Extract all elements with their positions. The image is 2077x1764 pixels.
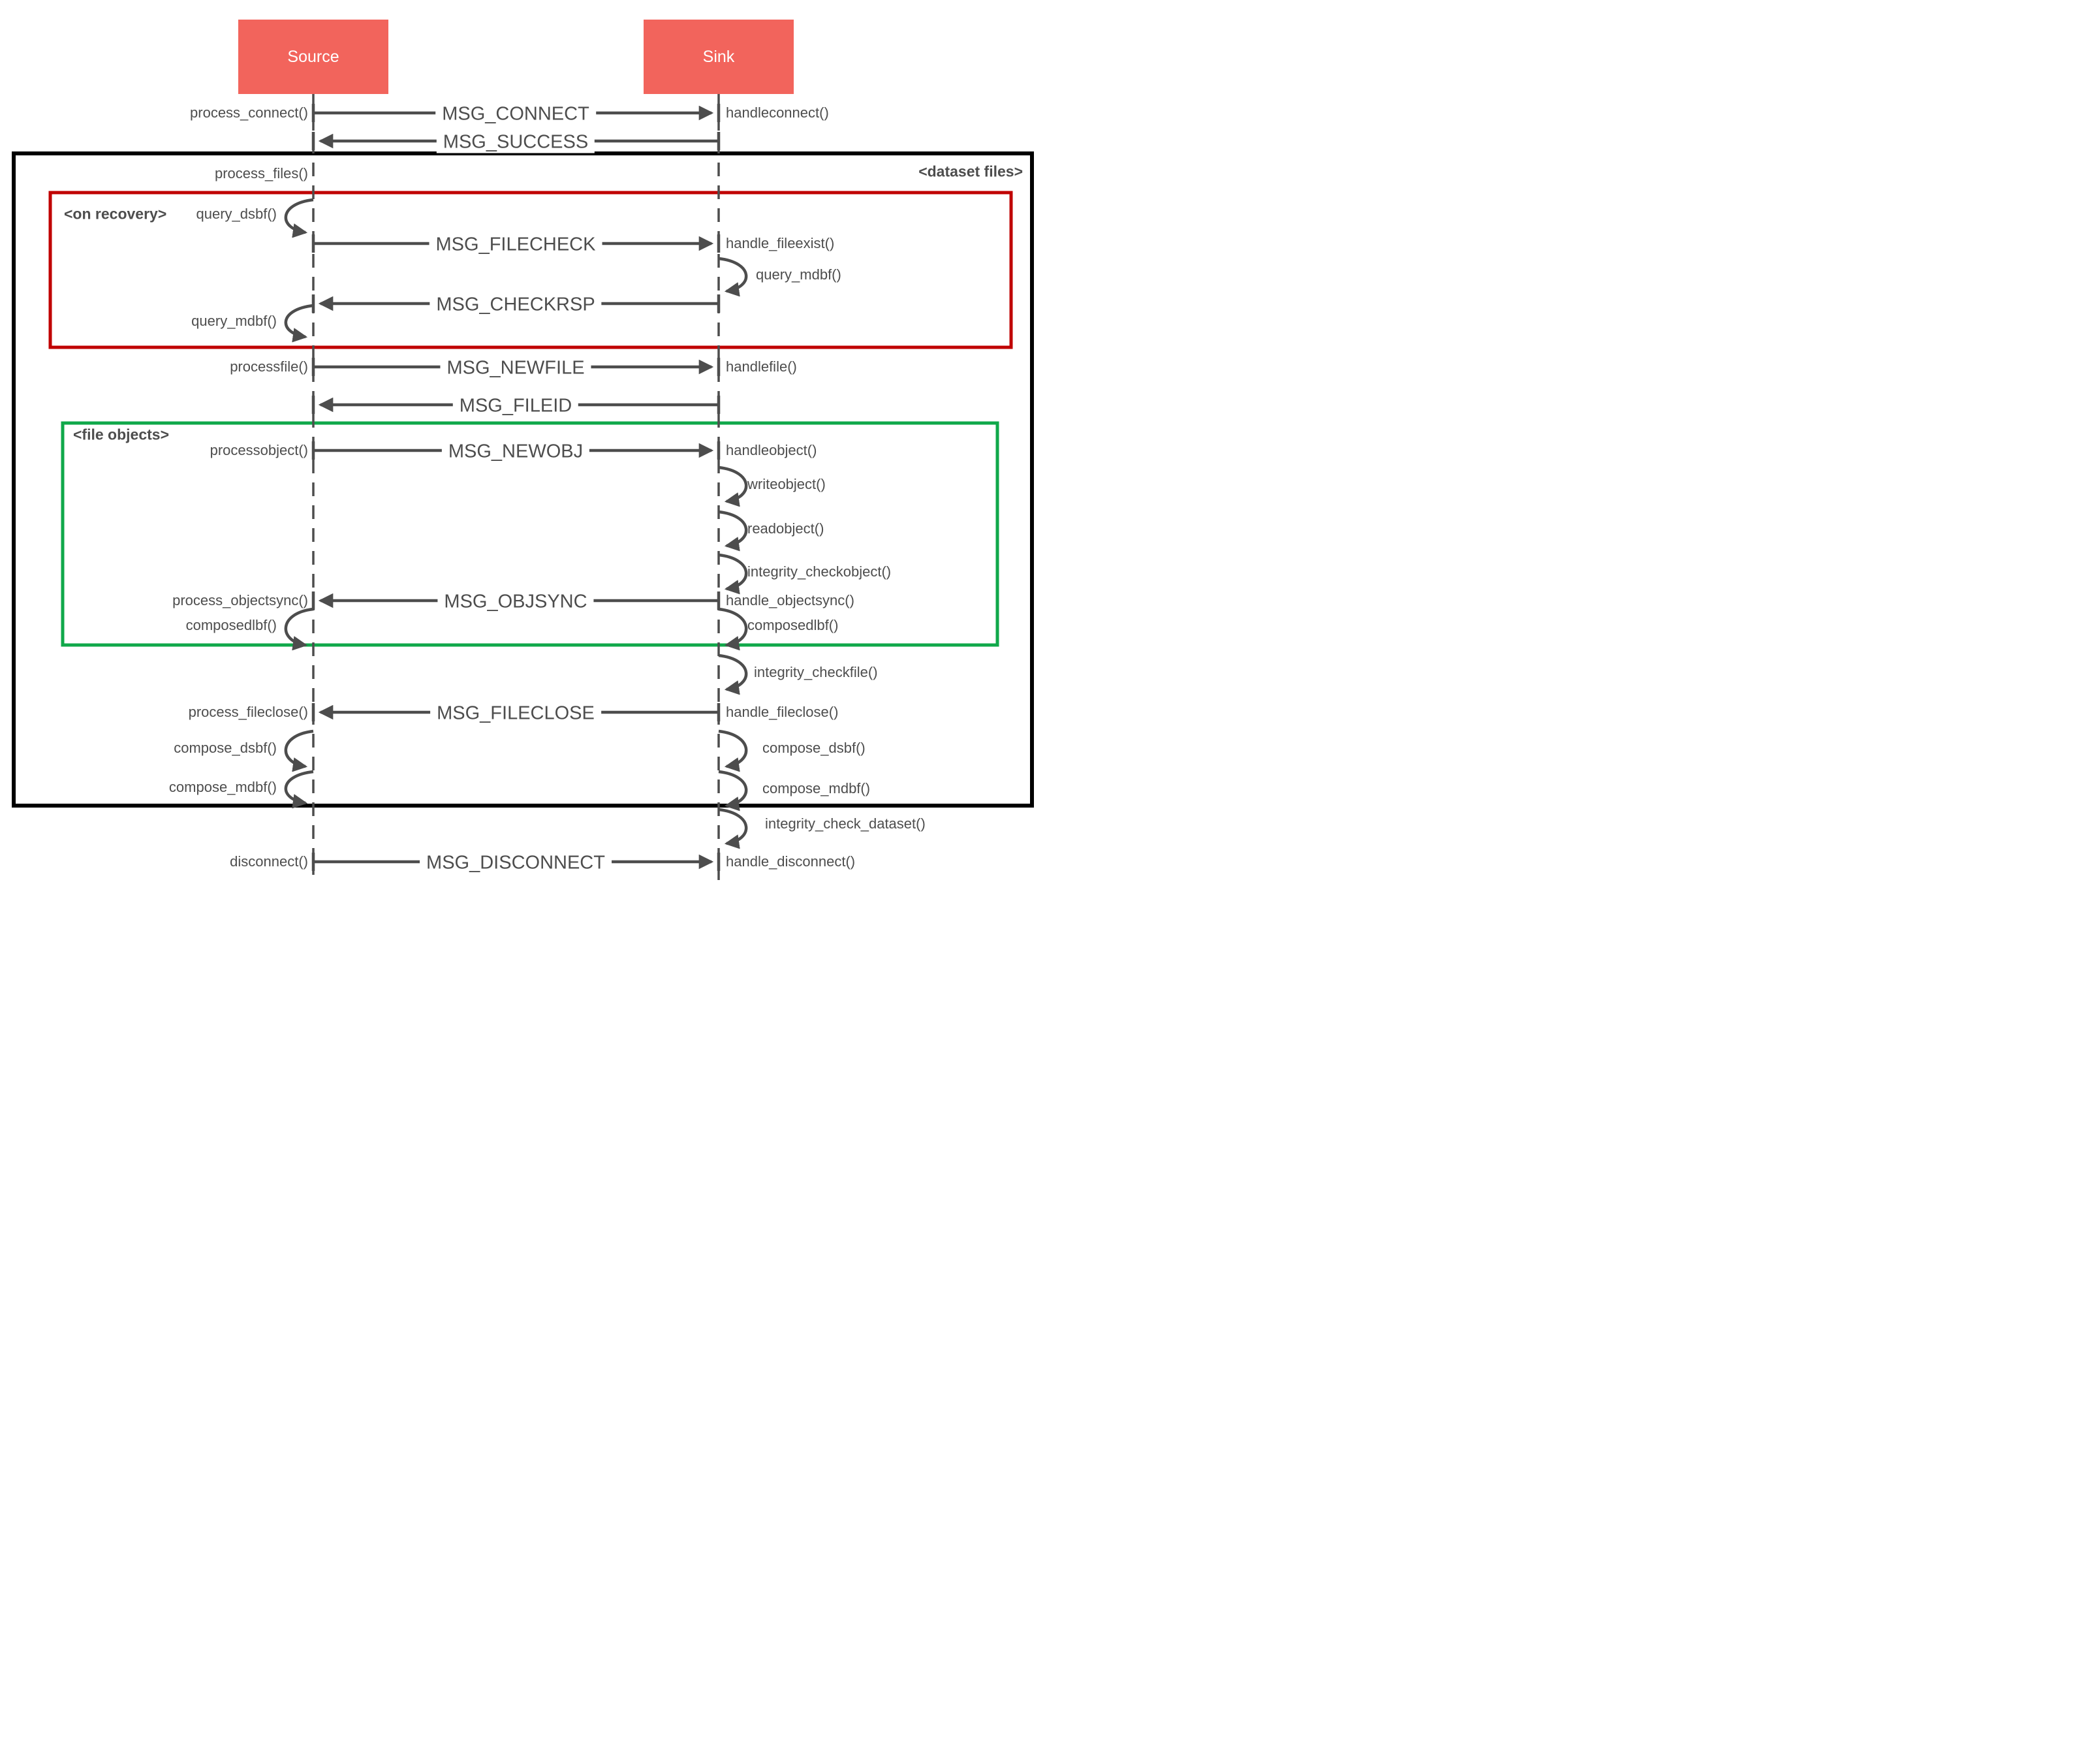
sink-handle-disconnect: handle_disconnect() <box>726 853 856 870</box>
lifeline-stubs <box>311 104 721 871</box>
msg-newobj-label: MSG_NEWOBJ <box>441 441 590 463</box>
actor-source: Source <box>238 20 388 94</box>
loop-compose-mdbf-source <box>284 770 314 809</box>
msg-fileclose-label: MSG_FILECLOSE <box>430 702 601 725</box>
loop-integrity-checkobject <box>718 553 748 595</box>
frame-dataset-files <box>12 151 1034 808</box>
source-query-dsbf: query_dsbf() <box>196 206 277 222</box>
loop-integrity-checkfile <box>718 654 748 695</box>
loop-query-dsbf <box>284 198 314 238</box>
sink-writeobject: writeobject() <box>747 476 826 492</box>
sink-integrity-check-dataset: integrity_check_dataset() <box>765 815 926 832</box>
frame-label-file-objects: <file objects> <box>73 426 170 443</box>
msg-objsync-label: MSG_OBJSYNC <box>437 591 594 613</box>
loop-query-mdbf-source <box>284 304 314 343</box>
loop-compose-mdbf-sink <box>718 770 748 811</box>
msg-fileid-label: MSG_FILEID <box>452 395 579 417</box>
source-process-connect: process_connect() <box>190 104 308 121</box>
actor-source-label: Source <box>287 47 339 66</box>
source-compose-mdbf: compose_mdbf() <box>168 779 277 795</box>
sink-handle-fileexist: handle_fileexist() <box>726 235 835 251</box>
loop-writeobject <box>718 465 748 507</box>
msg-disconnect-label: MSG_DISCONNECT <box>420 852 612 874</box>
sequence-diagram: Source Sink <dataset files> <on recovery… <box>0 0 1038 882</box>
sink-handleconnect: handleconnect() <box>726 104 829 121</box>
sink-handle-fileclose: handle_fileclose() <box>726 704 839 720</box>
sink-integrity-checkobject: integrity_checkobject() <box>747 563 892 580</box>
sink-composedlbf: composedlbf() <box>747 617 839 633</box>
frame-on-recovery <box>48 191 1013 349</box>
sink-handleobject: handleobject() <box>726 442 817 458</box>
sink-handle-objectsync: handle_objectsync() <box>726 592 854 608</box>
frame-label-dataset-files: <dataset files> <box>918 163 1023 180</box>
sink-compose-dsbf: compose_dsbf() <box>762 740 866 756</box>
frame-file-objects <box>61 421 999 647</box>
source-process-fileclose: process_fileclose() <box>188 704 308 720</box>
msg-checkrsp-label: MSG_CHECKRSP <box>429 294 602 316</box>
actor-sink: Sink <box>644 20 794 94</box>
actor-sink-label: Sink <box>702 47 735 66</box>
loop-composedlbf-source <box>284 607 314 651</box>
sink-handlefile: handlefile() <box>726 358 797 375</box>
msg-newfile-label: MSG_NEWFILE <box>440 357 591 379</box>
source-processfile: processfile() <box>230 358 308 375</box>
msg-success-label: MSG_SUCCESS <box>436 131 595 153</box>
loop-integrity-check-dataset <box>718 808 748 849</box>
source-process-objectsync: process_objectsync() <box>172 592 308 608</box>
source-process-files: process_files() <box>214 165 308 181</box>
msg-connect-label: MSG_CONNECT <box>435 103 596 125</box>
sink-readobject: readobject() <box>747 520 824 537</box>
frame-label-on-recovery: <on recovery> <box>64 205 167 223</box>
loop-compose-dsbf-sink <box>718 729 748 772</box>
source-query-mdbf: query_mdbf() <box>191 313 277 329</box>
sink-query-mdbf: query_mdbf() <box>756 266 841 283</box>
source-disconnect: disconnect() <box>230 853 308 870</box>
loop-composedlbf-sink <box>718 607 748 651</box>
loop-compose-dsbf-source <box>284 729 314 772</box>
source-processobject: processobject() <box>210 442 308 458</box>
source-composedlbf: composedlbf() <box>185 617 277 633</box>
source-compose-dsbf: compose_dsbf() <box>174 740 277 756</box>
msg-filecheck-label: MSG_FILECHECK <box>429 234 602 256</box>
sink-compose-mdbf: compose_mdbf() <box>762 780 871 796</box>
loop-query-mdbf-sink <box>718 257 748 297</box>
sink-integrity-checkfile: integrity_checkfile() <box>754 664 878 680</box>
loop-readobject <box>718 510 748 552</box>
